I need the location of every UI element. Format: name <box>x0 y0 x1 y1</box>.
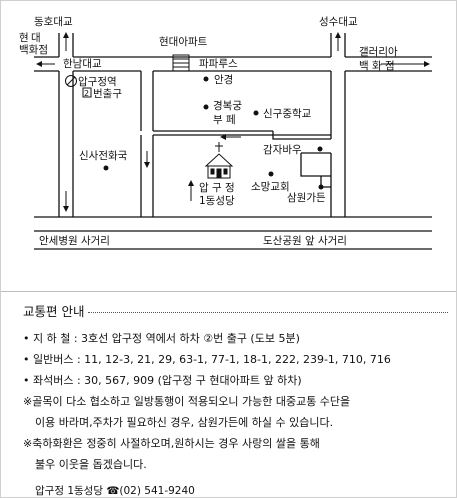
exit-box-icon <box>82 87 92 98</box>
label-hyundai-dept-1: 현 <box>19 32 29 44</box>
dot-sinsa-post <box>103 165 109 171</box>
label-hannam-bridge: 한남대교 <box>63 58 102 70</box>
label-dongho-bridge: 동호대교 <box>34 16 73 28</box>
label-gyeongbok-1: 경복궁 <box>213 99 242 112</box>
church-icon <box>204 142 234 179</box>
label-church-2: 1동성당 <box>199 195 235 207</box>
road-mid-north-edge <box>153 130 331 140</box>
label-seongsu-bridge: 성수대교 <box>319 16 358 28</box>
label-paparus: 파파루스 <box>199 58 238 70</box>
subway-station-icon <box>65 75 77 87</box>
label-dosan-park: 도산공원 앞 사거리 <box>263 235 347 247</box>
label-optician: 안경 <box>214 73 233 86</box>
label-apgujeong-station: 압구정역 <box>78 75 117 88</box>
parking-note-line2: 이용 바라며,주차가 필요하신 경우, 삼원가든에 하실 수 있습니다. <box>35 416 334 429</box>
label-anse-hospital: 안세병원 사거리 <box>39 235 110 247</box>
transport-info: 교통편 안내 • 지 하 철 : 3호선 압구정 역에서 하차 ②번 출구 (도… <box>23 301 448 497</box>
dot-samwon <box>318 184 324 190</box>
label-hyundai-apt: 현대아파트 <box>159 36 208 48</box>
label-singu-middle: 신구중학교 <box>263 108 312 120</box>
label-somang-church: 소망교회 <box>251 181 290 193</box>
dot-singu <box>253 110 259 116</box>
express-bus-info: • 좌석버스 : 30, 567, 909 (압구정 구 현대아파트 앞 하차) <box>23 374 302 387</box>
flower-note-line1: ※축하화환은 정중히 사절하오며,원하시는 경우 사랑의 쌀을 통해 <box>23 437 320 450</box>
subway-info: • 지 하 철 : 3호선 압구정 역에서 하차 ②번 출구 (도보 5분) <box>23 332 300 345</box>
dot-gyeongbok <box>203 104 209 110</box>
label-galleria-2: 백 화 점 <box>359 60 395 72</box>
dot-somang <box>268 171 274 177</box>
label-potato-bar: 감자바우 <box>263 144 302 156</box>
dot-optician <box>203 76 209 82</box>
label-galleria-1: 갤러리아 <box>359 46 398 58</box>
parking-note-line1: ※골목이 다소 협소하고 일방통행이 적용되오니 가능한 대중교통 수단을 <box>23 395 351 408</box>
label-exit: 번출구 <box>93 88 122 100</box>
label-gyeongbok-2: 부 페 <box>213 114 236 126</box>
church-contact: 압구정 1동성당 ☎(02) 541-9240 <box>35 485 195 497</box>
dot-potato-bar <box>317 146 323 152</box>
title-dotted-rule <box>88 312 448 313</box>
transport-title-row: 교통편 안내 <box>23 301 448 322</box>
direction-arrows <box>36 32 430 212</box>
road-side-street <box>300 152 331 188</box>
bus-info: • 일반버스 : 11, 12-3, 21, 29, 63-1, 77-1, 1… <box>23 353 391 366</box>
label-sinsa-post: 신사전화국 <box>79 150 128 162</box>
label-church-1: 압 구 정 <box>199 181 235 194</box>
label-samwon-garden: 삼원가든 <box>287 192 326 204</box>
label-exit-number: 2 <box>84 89 89 98</box>
hyundai-apt-block <box>172 54 190 72</box>
location-map: 동호대교 현 대 백화점 성수대교 현대아파트 갤러리아 백 화 점 한남대교 … <box>19 16 432 250</box>
location-dots <box>103 76 324 190</box>
label-hyundai-dept-3: 백화점 <box>19 44 48 56</box>
section-divider <box>1 291 456 292</box>
transport-title: 교통편 안내 <box>23 304 85 319</box>
flower-note-line2: 불우 이웃을 돕겠습니다. <box>35 458 147 471</box>
label-hyundai-dept-2: 대 <box>31 32 41 44</box>
